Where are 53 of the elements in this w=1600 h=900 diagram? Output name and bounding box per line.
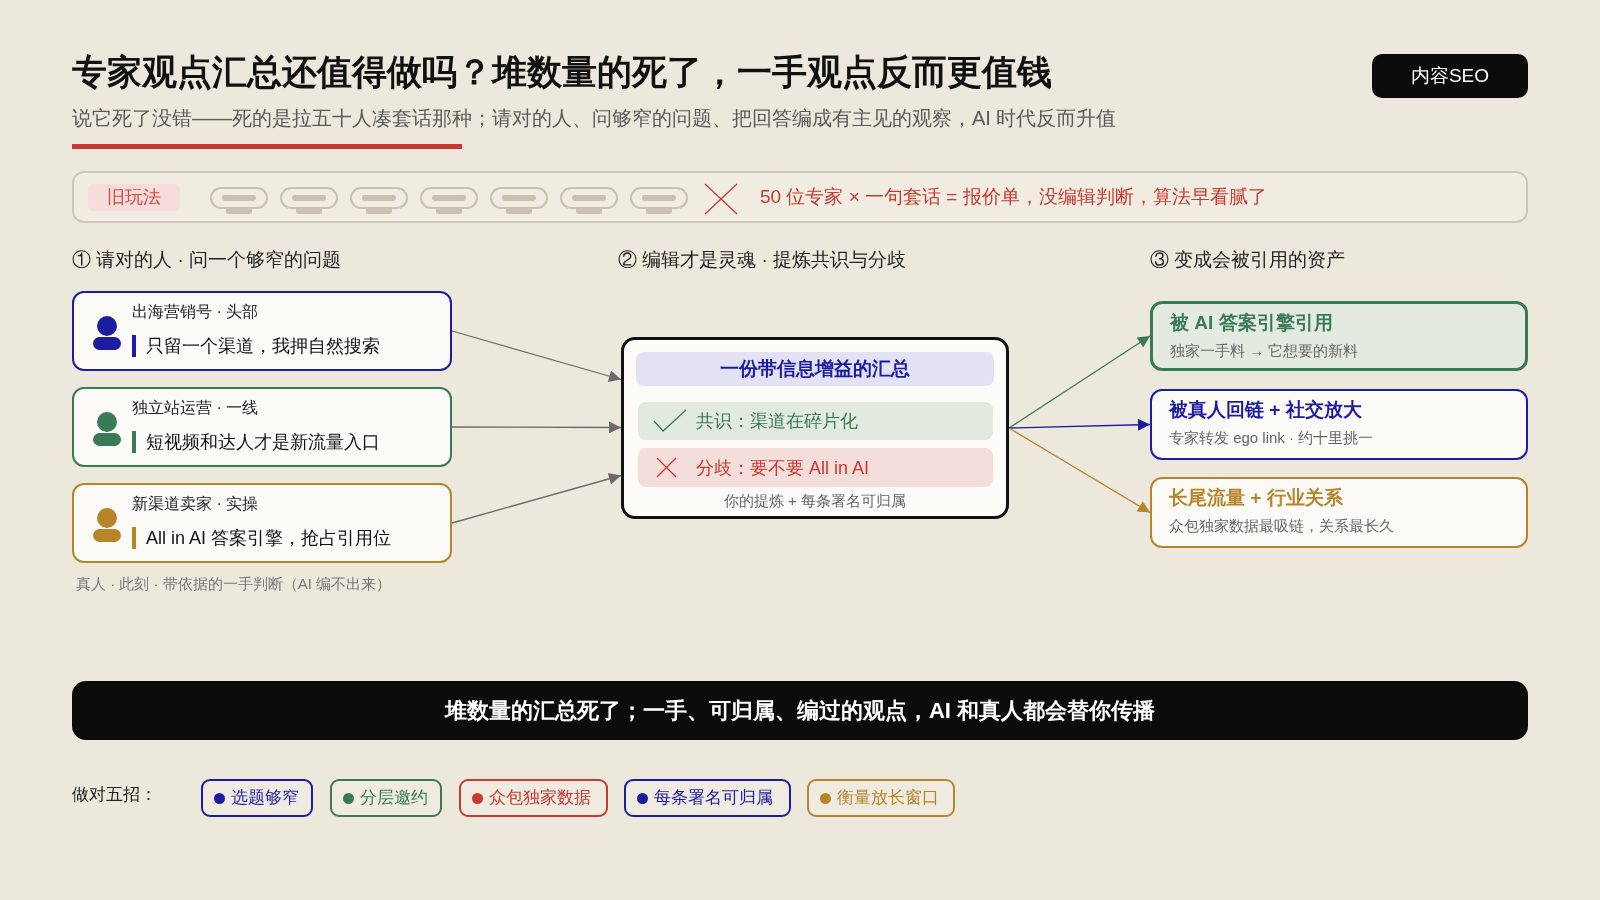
subtitle: 说它死了没错——死的是拉五十人凑套话那种；请对的人、问够窄的问题、把回答编成有主见的观察，AI 时代反而升值 [72, 106, 1117, 131]
outcome-card [1150, 301, 1528, 371]
tip-chip [330, 779, 442, 817]
arrow [451, 330, 622, 382]
subheading-text: 独家一手料 → 它想要的新料 [1170, 341, 1359, 361]
heading-text: 被真人回链 + 社交放大 [1169, 398, 1362, 422]
tip-text: 分层邀约 [360, 787, 428, 809]
arrow [451, 421, 622, 434]
section-heading: ② 编辑才是灵魂 · 提炼共识与分歧 [618, 248, 907, 272]
conclusion-banner: 堆数量的汇总死了；一手、可归属、编过的观点，AI 和真人都会替你传播 [72, 681, 1528, 740]
rounded-panel [72, 171, 1528, 223]
tip-chip [201, 779, 313, 817]
warning-text: 50 位专家 × 一句套话 = 报价单，没编辑判断，算法早看腻了 [760, 185, 1267, 209]
tip-text: 选题够窄 [231, 787, 299, 809]
role-text: 出海营销号 · 头部 [132, 302, 259, 322]
person-card [72, 387, 452, 467]
person-card [72, 291, 452, 371]
highlight-row [638, 448, 993, 487]
statement-text: 共识：渠道在碎片化 [696, 410, 858, 433]
highlight-row [638, 402, 993, 440]
section-heading: ③ 变成会被引用的资产 [1150, 248, 1346, 272]
quote-text: 只留一个渠道，我押自然搜索 [132, 335, 380, 357]
tip-chip [807, 779, 955, 817]
footer-text: 你的提炼 + 每条署名可归属 [723, 491, 907, 511]
tag-badge: 内容SEO [1372, 54, 1528, 98]
heading-text: 长尾流量 + 行业关系 [1169, 486, 1343, 510]
tip-text: 衡量放长窗口 [837, 787, 939, 809]
arrow [1008, 418, 1151, 431]
person-card [72, 483, 452, 563]
heading-band: 一份带信息增益的汇总 [636, 352, 994, 386]
title: 专家观点汇总还值得做吗？堆数量的死了，一手观点反而更值钱 [72, 51, 1052, 93]
subheading-text: 众包独家数据最吸链，关系最长久 [1169, 516, 1394, 536]
arrow [1008, 335, 1151, 429]
outcome-card [1150, 477, 1528, 548]
section-heading: ① 请对的人 · 问一个够窄的问题 [72, 248, 342, 272]
tip-text: 每条署名可归属 [654, 787, 773, 809]
quote-text: All in AI 答案引擎，抢占引用位 [132, 527, 392, 549]
arrow [451, 472, 622, 524]
subheading-text: 专家转发 ego link · 约十里挑一 [1169, 428, 1374, 448]
quote-text: 短视频和达人才是新流量入口 [132, 431, 380, 453]
note-text: 真人 · 此刻 · 带依据的一手判断（AI 编不出来） [76, 574, 391, 594]
outcome-card [1150, 389, 1528, 460]
role-text: 独立站运营 · 一线 [132, 398, 259, 418]
tip-chip [624, 779, 791, 817]
role-text: 新渠道卖家 · 实操 [132, 494, 259, 514]
tip-text: 众包独家数据 [489, 787, 591, 809]
tip-chip [459, 779, 608, 817]
heading-text: 被 AI 答案引擎引用 [1170, 311, 1333, 335]
arrow [1008, 427, 1151, 514]
tag-label: 旧玩法 [88, 184, 180, 211]
statement-text: 分歧：要不要 All in AI [696, 456, 870, 480]
list-label: 做对五招： [72, 784, 157, 806]
summary-box [621, 337, 1009, 519]
